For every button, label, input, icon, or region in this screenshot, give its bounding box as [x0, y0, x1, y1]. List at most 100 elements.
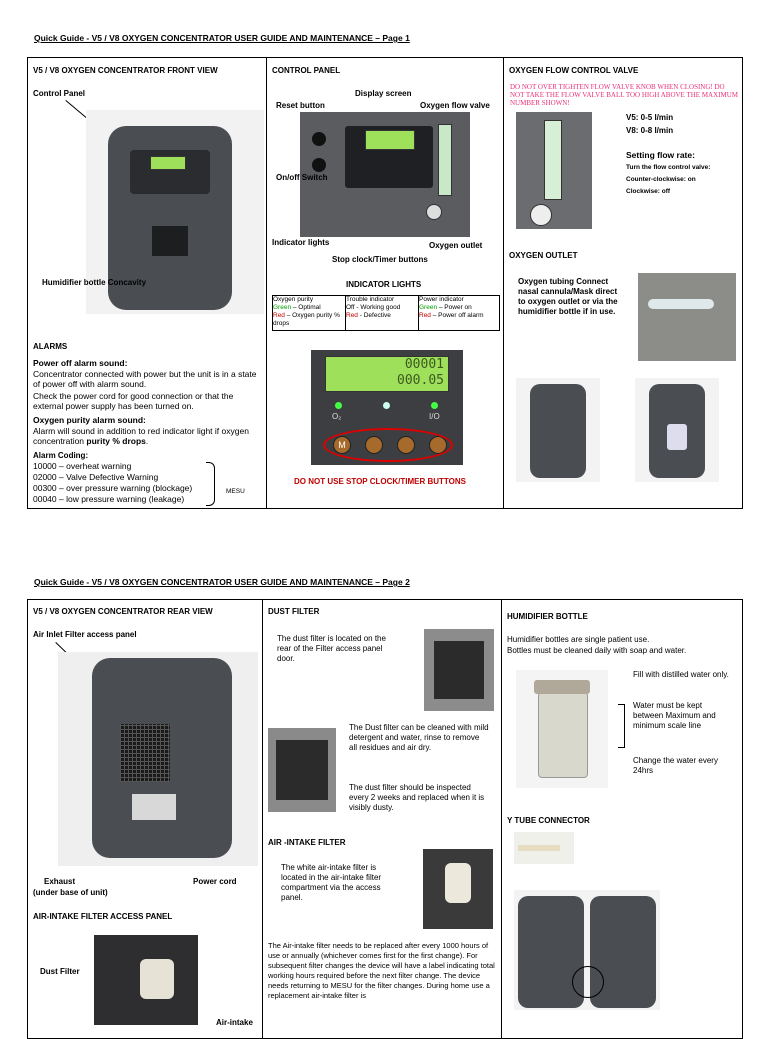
power-cord-label: Power cord: [193, 877, 237, 886]
purity-alarm-title: Oxygen purity alarm sound:: [33, 415, 146, 425]
purity-text-b: purity % drops: [86, 436, 146, 446]
outlet-photo-2: [516, 378, 600, 482]
dust-p2: The Dust filter can be cleaned with mild…: [349, 723, 489, 752]
stop-clock-label: Stop clock/Timer buttons: [332, 255, 428, 264]
ind-col2-red: Red - Defective: [346, 312, 418, 320]
ind-col3-red: Red – Power off alarm: [419, 312, 499, 320]
page2-header: Quick Guide - V5 / V8 OXYGEN CONCENTRATO…: [34, 577, 410, 587]
y-tube: [518, 845, 560, 851]
purity-text-c: .: [145, 436, 149, 446]
rear-body: [92, 658, 232, 858]
humidifier-bottle: [667, 424, 687, 450]
panel-face: [345, 126, 433, 188]
front-view-title: V5 / V8 OXYGEN CONCENTRATOR FRONT VIEW: [33, 66, 218, 75]
air-inlet-grille: [120, 724, 170, 782]
panel-lcd: [365, 130, 415, 150]
indicator-panel-photo: 00001 000.05 O₂ I/O M: [311, 350, 463, 465]
indicator-table: Oxygen purity Green – Optimal Red – Oxyg…: [272, 295, 500, 331]
purity-text-a: Alarm will sound in addition to red indi…: [33, 426, 249, 446]
humidifier-cell: HUMIDIFIER BOTTLE Humidifier bottles are…: [501, 599, 743, 1039]
outlet-knob: [426, 204, 442, 220]
reset-button-label: Reset button: [276, 101, 325, 110]
alarm-coding-title: Alarm Coding:: [33, 451, 89, 460]
humidifier-p2: Bottles must be cleaned daily with soap …: [507, 646, 687, 655]
display-screen-label: Display screen: [355, 89, 412, 98]
ind-col1-red: Red – Oxygen purity % drops: [273, 312, 345, 328]
concentrator-small: [530, 384, 586, 478]
setting-title: Setting flow rate:: [626, 150, 695, 160]
dust-filter-title: DUST FILTER: [268, 607, 320, 616]
do-not-use-warning: DO NOT USE STOP CLOCK/TIMER BUTTONS: [294, 477, 467, 486]
flow-control-cell: OXYGEN FLOW CONTROL VALVE DO NOT OVER TI…: [503, 57, 743, 509]
outlet-title: OXYGEN OUTLET: [509, 251, 578, 260]
ind-col3-title: Power indicator: [419, 296, 464, 303]
y-tube-title: Y TUBE CONNECTOR: [507, 816, 590, 825]
setting-line-1: Turn the flow control valve:: [626, 164, 711, 171]
exhaust-sub-label: (under base of unit): [33, 888, 108, 897]
dust-filter-photo-2: [268, 728, 336, 812]
trouble-light: [383, 402, 390, 409]
water-text: Water must be kept between Maximum and m…: [633, 701, 716, 730]
indicator-lights-title: INDICATOR LIGHTS: [346, 280, 422, 289]
ind-col1-title: Oxygen purity: [273, 296, 314, 303]
ind-col1-green: Green – Optimal: [273, 304, 345, 312]
red-word: Red: [419, 312, 431, 319]
control-panel-cell: CONTROL PANEL Display screen Reset butto…: [266, 57, 504, 509]
exhaust-label: Exhaust: [44, 877, 76, 886]
indicator-lcd: 00001 000.05: [325, 356, 449, 392]
flow-valve-label: Oxygen flow valve: [420, 101, 490, 110]
reset-button: [312, 132, 326, 146]
lcd-line-2: 000.05: [397, 373, 444, 388]
green-word: Green: [419, 304, 438, 311]
tubing: [648, 299, 714, 309]
power-off-text: Concentrator connected with power but th…: [33, 369, 257, 389]
flow-tube: [438, 124, 452, 196]
concentrator-body: [108, 126, 232, 310]
ind-col3-green: Green – Power on: [419, 304, 499, 312]
bottle-concavity: [152, 226, 188, 256]
bottle: [538, 692, 588, 778]
setting-line-3: Clockwise: off: [626, 188, 671, 195]
red-text: – Oxygen purity % drops: [273, 312, 340, 327]
ind-col2-off: Off - Working good: [346, 304, 401, 311]
green-text: – Optimal: [291, 304, 321, 311]
ind-col-trouble: Trouble indicator Off - Working good Red…: [345, 295, 419, 331]
page1-table: V5 / V8 OXYGEN CONCENTRATOR FRONT VIEW C…: [27, 57, 743, 509]
outlet-text: Oxygen tubing Connect nasal cannula/Mask…: [518, 277, 618, 316]
flow-tube: [544, 120, 562, 200]
o2-light: [335, 402, 342, 409]
flow-valve-photo: [516, 112, 592, 229]
alarm-code-4: 00040 – low pressure warning (leakage): [33, 494, 185, 504]
outlet-photo-3: [635, 378, 719, 482]
humidifier-title: HUMIDIFIER BOTTLE: [507, 612, 588, 621]
flow-warning: DO NOT OVER TIGHTEN FLOW VALVE KNOB WHEN…: [510, 83, 738, 107]
filter-sponge: [434, 641, 484, 699]
scale-bracket: [618, 704, 625, 748]
ind-col-purity: Oxygen purity Green – Optimal Red – Oxyg…: [272, 295, 346, 331]
air-intake-photo: [423, 849, 493, 929]
rear-label-sticker: [132, 794, 176, 820]
dust-p1: The dust filter is located on the rear o…: [277, 634, 386, 663]
indicator-lights-label: Indicator lights: [272, 238, 330, 247]
alarm-code-3: 00300 – over pressure warning (blockage): [33, 483, 193, 493]
access-panel-title: AIR-INTAKE FILTER ACCESS PANEL: [33, 912, 173, 921]
green-text: – Power on: [437, 304, 472, 311]
dust-filter-photo: [424, 629, 494, 711]
alarm-code-1: 10000 – overheat warning: [33, 461, 132, 471]
setting-line-2: Counter-clockwise: on: [626, 176, 696, 183]
change-text: Change the water every 24hrs: [633, 756, 718, 775]
mesu-label: MESU: [226, 488, 245, 495]
bottle-cap: [534, 680, 590, 694]
power-off-title: Power off alarm sound:: [33, 358, 128, 368]
io-label: I/O: [429, 412, 440, 421]
control-panel-label: Control Panel: [33, 89, 86, 98]
lcd-line-1: 00001: [404, 357, 444, 372]
code-bracket: [206, 462, 215, 506]
alarms-title: ALARMS: [33, 342, 68, 351]
red-word: Red: [273, 312, 285, 319]
red-text: - Defective: [357, 312, 391, 319]
power-light: [431, 402, 438, 409]
oxygen-outlet-label: Oxygen outlet: [429, 241, 483, 250]
o2-label: O₂: [332, 412, 342, 421]
page2-table: V5 / V8 OXYGEN CONCENTRATOR REAR VIEW Ai…: [27, 599, 743, 1039]
